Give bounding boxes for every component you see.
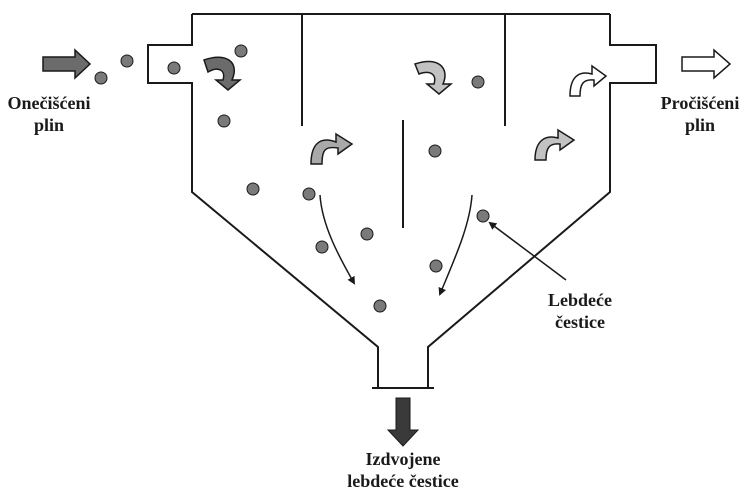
particle bbox=[246, 182, 260, 196]
particle bbox=[94, 71, 108, 85]
particle bbox=[373, 299, 387, 313]
flow-arrow-1-icon bbox=[203, 56, 243, 91]
discharge-label-line2: lebdeće čestice bbox=[347, 471, 459, 491]
outlet-label-line1: Pročišćeni bbox=[660, 93, 740, 113]
particle bbox=[234, 44, 248, 58]
discharge-label: Izdvojene lebdeće čestice bbox=[323, 448, 483, 492]
particle bbox=[471, 75, 485, 89]
particles bbox=[94, 44, 490, 313]
particle bbox=[429, 259, 443, 273]
flow-arrow-2-icon bbox=[310, 132, 354, 165]
flow-arrow-3-icon bbox=[414, 60, 454, 95]
settling-trajectories bbox=[319, 194, 473, 296]
particle bbox=[315, 240, 329, 254]
particle bbox=[302, 187, 316, 201]
trajectory-right bbox=[438, 194, 473, 296]
flow-arrow-4-icon bbox=[534, 128, 576, 161]
flow-arrow-5-icon bbox=[569, 64, 608, 97]
outlet-label-line2: plin bbox=[684, 115, 716, 135]
inlet-arrow-icon bbox=[42, 48, 92, 80]
particle bbox=[360, 227, 374, 241]
particle bbox=[217, 114, 231, 128]
inlet-label: Onečišćeni plin bbox=[4, 92, 94, 136]
outlet-arrow-icon bbox=[681, 48, 732, 80]
inlet-label-line2: plin bbox=[33, 115, 65, 135]
discharge-label-line1: Izdvojene bbox=[365, 449, 441, 469]
trajectory-left bbox=[319, 194, 355, 285]
inlet-label-line1: Onečišćeni bbox=[7, 93, 91, 113]
chamber-outline bbox=[147, 13, 657, 389]
particle bbox=[120, 54, 134, 68]
particle bbox=[428, 144, 442, 158]
particles-label: Lebdeće čestice bbox=[525, 289, 635, 333]
discharge-arrow-icon bbox=[386, 397, 420, 447]
outlet-label: Pročišćeni plin bbox=[652, 92, 748, 136]
particles-label-line1: Lebdeće bbox=[548, 290, 612, 310]
baffles bbox=[301, 14, 506, 228]
particle bbox=[167, 61, 181, 75]
particle bbox=[476, 209, 490, 223]
particles-label-line2: čestice bbox=[555, 312, 605, 332]
particles-pointer-line bbox=[488, 221, 567, 281]
